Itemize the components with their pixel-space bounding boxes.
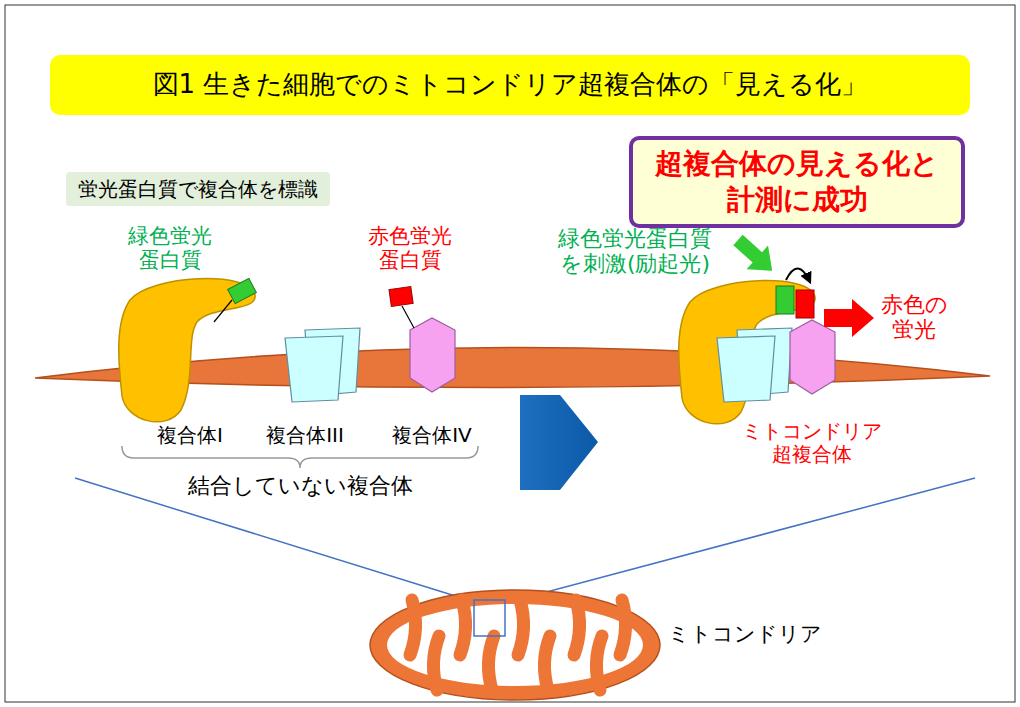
result-box: 超複合体の見える化と 計測に成功 — [629, 136, 965, 229]
green-fluorescent-protein — [228, 278, 257, 303]
emission-arrow — [824, 299, 874, 337]
crista — [544, 636, 550, 690]
zoom-line — [505, 478, 975, 603]
complex-label: 複合体III — [266, 424, 344, 447]
organelle-label: ミトコンドリア — [668, 622, 822, 646]
supercomplex-label: ミトコンドリア 超複合体 — [742, 420, 882, 466]
caption-box: 蛍光蛋白質で複合体を標識 — [66, 172, 330, 206]
linker-line — [402, 306, 414, 328]
excitation-arrow — [727, 228, 783, 283]
crista — [574, 600, 580, 655]
crista — [596, 636, 602, 690]
box-text: 超複合体の見える化と 計測に成功 — [655, 146, 939, 219]
red-fluorescent-protein — [796, 290, 814, 318]
protein-label: 赤色蛍光 蛋白質 — [368, 224, 452, 272]
grouping-bracket — [122, 446, 478, 468]
title-bar — [50, 55, 970, 115]
cristae — [410, 600, 626, 690]
excitation-label: 緑色蛍光蛋白質 を刺激(励起光) — [558, 226, 712, 277]
protein-label: 緑色蛍光 蛋白質 — [128, 224, 212, 272]
transition-arrow — [520, 395, 598, 490]
zoom-box — [474, 600, 505, 636]
complex-label: 複合体IV — [392, 424, 472, 447]
crista — [518, 600, 524, 655]
complex-three — [717, 336, 775, 402]
energy-transfer-arrow — [786, 268, 810, 282]
emission-label: 赤色の 蛍光 — [881, 292, 948, 343]
green-fluorescent-protein — [776, 286, 794, 314]
crista — [433, 636, 439, 690]
complex-four — [790, 320, 835, 394]
group-label: 結合していない複合体 — [188, 473, 413, 498]
frame-border — [5, 5, 1015, 702]
crista — [488, 636, 494, 690]
linker-line — [214, 300, 232, 322]
complex-four — [410, 318, 455, 392]
mitochondrion-outer — [370, 590, 660, 700]
crista — [410, 600, 416, 655]
figure-title: 図1 生きた細胞でのミトコンドリア超複合体の「見える化」 — [153, 69, 868, 100]
red-fluorescent-protein — [389, 287, 413, 307]
box-text: 蛍光蛋白質で複合体を標識 — [78, 176, 318, 202]
complex-three — [285, 336, 343, 402]
crista — [460, 600, 466, 655]
complex-label: 複合体I — [157, 424, 223, 447]
crista — [620, 600, 626, 655]
